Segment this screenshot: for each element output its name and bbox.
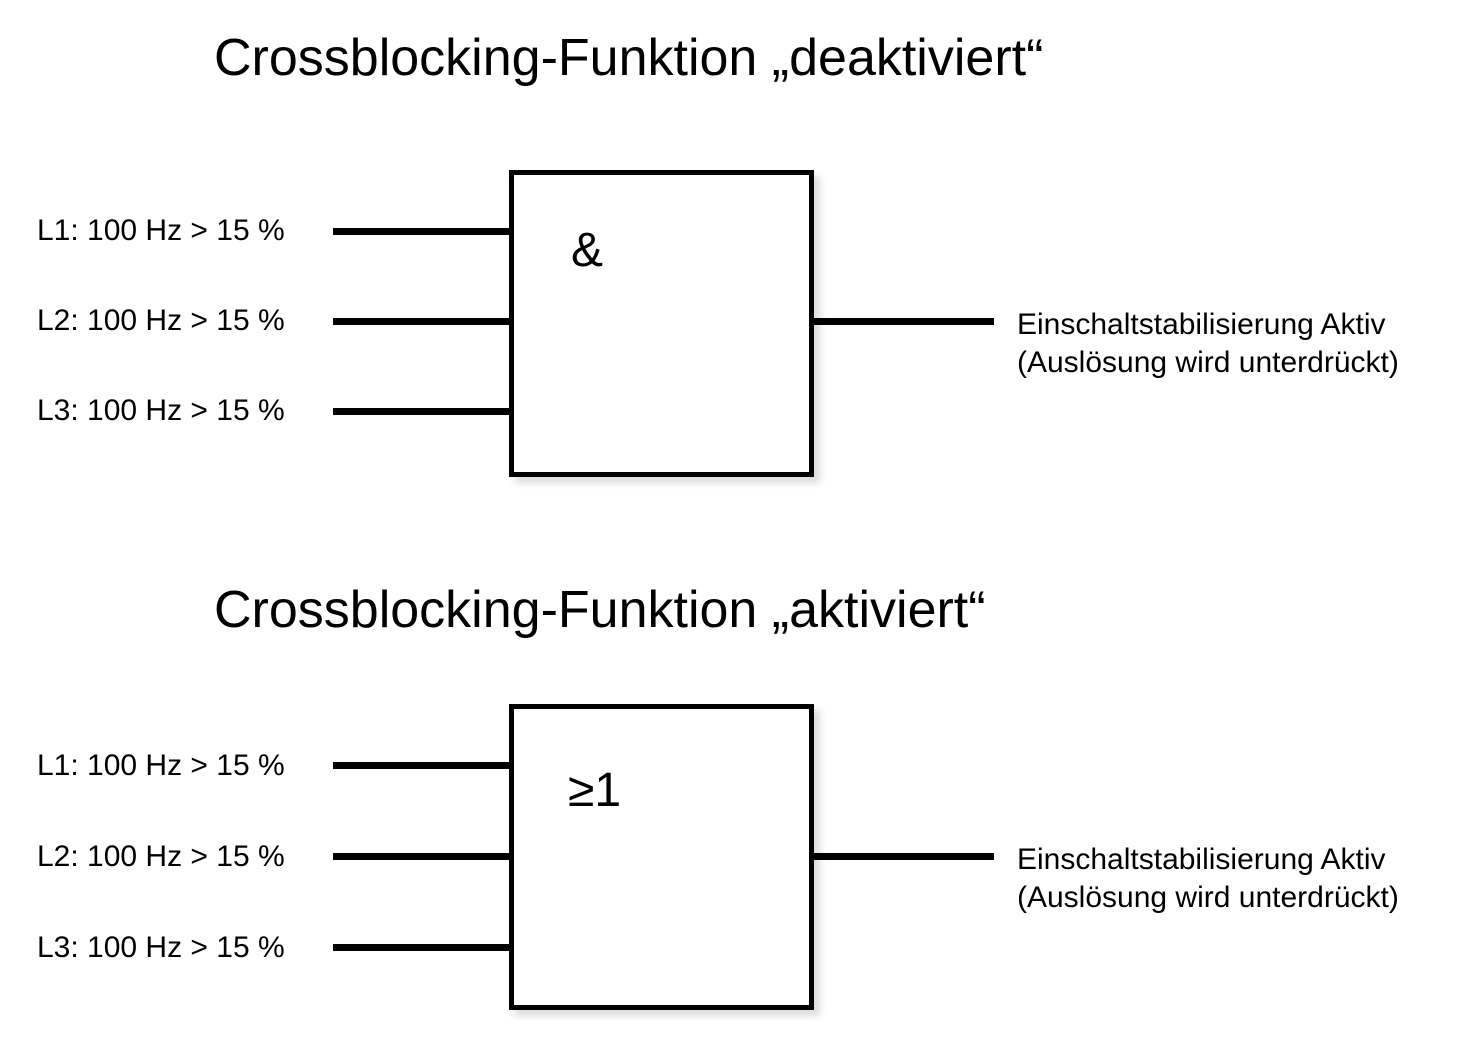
output-wire-top xyxy=(810,318,994,325)
input-wire-l1-bottom xyxy=(333,762,513,769)
input-wire-l3-bottom xyxy=(333,944,513,951)
output-label-bottom: Einschaltstabilisierung Aktiv (Auslösung… xyxy=(1017,841,1399,917)
input-wire-l2-top xyxy=(333,318,513,325)
diagram-title-deaktiviert: Crossblocking-Funktion „deaktiviert“ xyxy=(214,29,1044,87)
or-gate-box xyxy=(509,704,814,1010)
output-wire-bottom xyxy=(810,853,994,860)
diagram-title-aktiviert: Crossblocking-Funktion „aktiviert“ xyxy=(214,581,986,639)
input-wire-l2-bottom xyxy=(333,853,513,860)
input-wire-l3-top xyxy=(333,408,513,415)
input-label-l1-top: L1: 100 Hz > 15 % xyxy=(37,214,285,247)
input-label-l3-top: L3: 100 Hz > 15 % xyxy=(37,394,285,427)
output-label-bottom-line2: (Auslösung wird unterdrückt) xyxy=(1017,881,1399,914)
input-wire-l1-top xyxy=(333,228,513,235)
input-label-l2-top: L2: 100 Hz > 15 % xyxy=(37,304,285,337)
input-label-l2-bottom: L2: 100 Hz > 15 % xyxy=(37,840,285,873)
input-label-l1-bottom: L1: 100 Hz > 15 % xyxy=(37,749,285,782)
and-gate-symbol: & xyxy=(571,224,604,277)
and-gate-box xyxy=(509,170,814,477)
output-label-top-line1: Einschaltstabilisierung Aktiv xyxy=(1017,308,1386,341)
output-label-top-line2: (Auslösung wird unterdrückt) xyxy=(1017,346,1399,379)
output-label-bottom-line1: Einschaltstabilisierung Aktiv xyxy=(1017,843,1386,876)
or-gate-symbol: ≥1 xyxy=(568,764,622,817)
output-label-top: Einschaltstabilisierung Aktiv (Auslösung… xyxy=(1017,306,1399,382)
input-label-l3-bottom: L3: 100 Hz > 15 % xyxy=(37,931,285,964)
